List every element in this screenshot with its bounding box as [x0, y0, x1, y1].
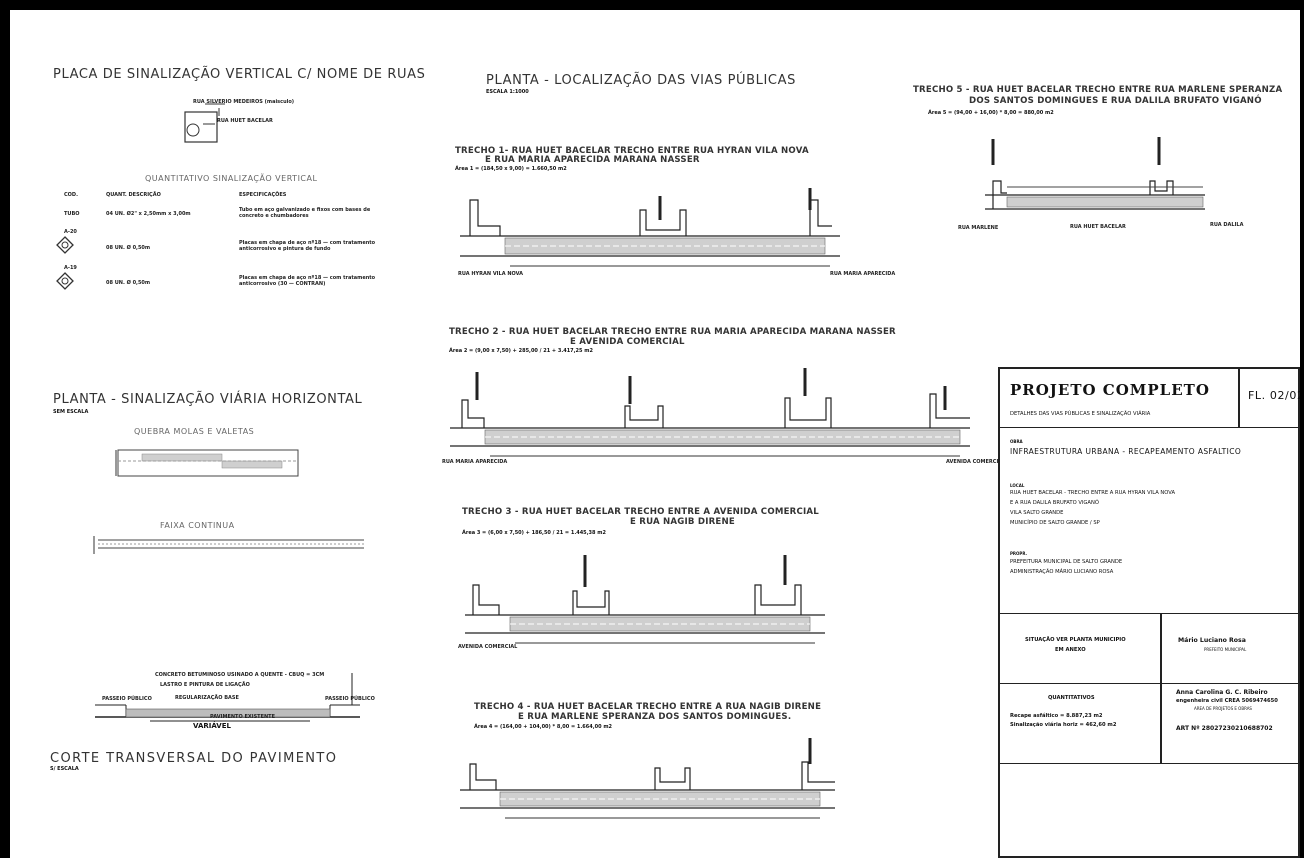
street-label: RUA MARIA APARECIDA	[830, 271, 896, 277]
trecho-4-title: TRECHO 4 - RUA HUET BACELAR TRECHO ENTRE…	[474, 702, 822, 712]
trecho-3-plan	[465, 555, 825, 644]
corte-label: PASSEIO PÚBLICO	[102, 696, 152, 702]
quant-header-cod: COD.	[64, 192, 78, 198]
trecho-1-title-2: E RUA MARIA APARECIDA MARANA NASSER	[485, 155, 700, 165]
trecho-3-title-2: E RUA NAGIB DIRENE	[630, 517, 735, 527]
quant-row-cod: A-20	[64, 229, 77, 235]
quant-row-cod: A-19	[64, 265, 77, 271]
trecho-3-title: TRECHO 3 - RUA HUET BACELAR TRECHO ENTRE…	[462, 507, 819, 517]
quant-row-quant: 08 UN. Ø 0,50m	[106, 280, 151, 286]
local-label: LOCAL	[1010, 483, 1025, 488]
trecho-2-title-2: E AVENIDA COMERCIAL	[570, 337, 685, 347]
street-label: RUA HUET BACELAR	[1070, 224, 1126, 230]
engineer-sub: AREA DE PROJETOS E OBRAS	[1194, 706, 1252, 711]
trecho-3-area: Área 3 = (6,00 x 7,50) + 186,50 / 21 = 1…	[462, 530, 606, 536]
situacao-line: EM ANEXO	[1055, 647, 1086, 653]
trecho-5-area: Área 5 = (94,00 + 16,00) * 8,00 = 880,00…	[928, 110, 1054, 116]
sheet-number: FL. 02/02	[1248, 389, 1300, 402]
street-label: RUA MARIA APARECIDA	[442, 459, 508, 465]
prop-label: PROPR.	[1010, 551, 1028, 556]
local-line: E A RUA DALILA BRUFATO VIGANÓ	[1010, 500, 1099, 506]
local-line: VILA SALTO GRANDE	[1010, 510, 1064, 516]
title-block-info: OBRA INFRAESTRUTURA URBANA - RECAPEAMENT…	[1000, 427, 1298, 614]
localizacao-scale: ESCALA 1:1000	[486, 89, 529, 95]
corte-label: VARIÁVEL	[193, 722, 231, 730]
corte-label: CONCRETO BETUMINOSO USINADO A QUENTE - C…	[155, 672, 325, 678]
quant-header-quant: QUANT. DESCRIÇÃO	[106, 192, 161, 198]
horizontal-scale: SEM ESCALA	[53, 409, 89, 415]
trecho-4-title-2: E RUA MARLENE SPERANZA DOS SANTOS DOMING…	[518, 712, 792, 722]
prop-line: ADMINISTRAÇÃO MÁRIO LUCIANO ROSA	[1010, 569, 1114, 575]
trecho-2-plan	[450, 368, 970, 457]
trecho-2-title: TRECHO 2 - RUA HUET BACELAR TRECHO ENTRE…	[449, 327, 896, 337]
trecho-4-plan	[460, 738, 835, 819]
trecho-2-area: Área 2 = (9,00 x 7,50) + 285,00 / 21 + 3…	[449, 348, 593, 354]
street-label: RUA HYRAN VILA NOVA	[458, 271, 524, 277]
trecho-4-area: Área 4 = (164,00 + 104,00) * 8,00 = 1.66…	[474, 724, 613, 730]
local-line: RUA HUET BACELAR - TRECHO ENTRE A RUA HY…	[1010, 490, 1176, 496]
warning-sign-icon	[56, 236, 74, 254]
localizacao-title: PLANTA - LOCALIZAÇÃO DAS VIAS PÚBLICAS	[486, 73, 796, 88]
placa-sign-drawing	[184, 103, 225, 143]
quebra-molas-title: QUEBRA MOLAS E VALETAS	[134, 427, 255, 436]
warning-sign-icon	[56, 272, 74, 290]
corte-title: CORTE TRANSVERSAL DO PAVIMENTO	[50, 751, 338, 766]
obra-label: OBRA	[1010, 439, 1023, 444]
placa-label-1: RUA SILVERIO MEDEIROS (maisculo)	[193, 99, 295, 105]
corte-label: PASSEIO PÚBLICO	[325, 696, 375, 702]
quant-vertical-title: QUANTITATIVO SINALIZAÇÃO VERTICAL	[145, 174, 318, 183]
quantitativos-title: QUANTITATIVOS	[1048, 695, 1095, 701]
corte-scale: S/ ESCALA	[50, 766, 79, 772]
art-number: ART Nº 28027230210688702	[1176, 725, 1273, 732]
quantitativo-line: Recape asfáltico = 8.887,23 m2	[1010, 713, 1103, 719]
horizontal-title: PLANTA - SINALIZAÇÃO VIÁRIA HORIZONTAL	[53, 392, 363, 407]
trecho-5-title: TRECHO 5 - RUA HUET BACELAR TRECHO ENTRE…	[913, 85, 1283, 95]
situacao-line: SITUAÇÃO VER PLANTA MUNICIPIO	[1025, 637, 1126, 643]
corte-label: REGULARIZAÇÃO BASE	[175, 695, 239, 701]
quant-row-quant: 08 UN. Ø 0,50m	[106, 245, 151, 251]
street-label: RUA MARLENE	[958, 225, 999, 231]
quebra-molas-drawing	[115, 449, 299, 477]
trecho-5-title-2: DOS SANTOS DOMINGUES E RUA DALILA BRUFAT…	[969, 96, 1262, 106]
placa-label-2: RUA HUET BACELAR	[217, 118, 273, 124]
prefeito-name: Mário Luciano Rosa	[1178, 637, 1246, 644]
trecho-1-plan	[460, 188, 840, 267]
quant-row-spec: Placas em chapa de aço nº18 — com tratam…	[239, 240, 376, 252]
street-label: RUA DALILA	[1210, 222, 1244, 228]
obra-text: INFRAESTRUTURA URBANA - RECAPEAMENTO ASF…	[1010, 447, 1242, 456]
faixa-continua-title: FAIXA CONTINUA	[160, 521, 235, 530]
title-block-signatures-1: SITUAÇÃO VER PLANTA MUNICIPIO EM ANEXO M…	[1000, 613, 1298, 763]
prop-line: PREFEITURA MUNICIPAL DE SALTO GRANDE	[1010, 559, 1123, 565]
project-subtitle: DETALHES DAS VIAS PÚBLICAS E SINALIZAÇÃO…	[1010, 411, 1151, 417]
corte-transversal-drawing	[95, 673, 360, 722]
engineer-role: engenheira civil CREA 5069474650	[1176, 698, 1278, 704]
engineer-name: Anna Carolina G. C. Ribeiro	[1176, 689, 1268, 696]
faixa-continua-drawing	[93, 536, 364, 554]
title-block-header: PROJETO COMPLETO DETALHES DAS VIAS PÚBLI…	[1000, 369, 1300, 428]
placa-title: PLACA DE SINALIZAÇÃO VERTICAL C/ NOME DE…	[53, 67, 426, 82]
street-label: AVENIDA COMERCIAL	[458, 644, 518, 650]
prefeito-role: PREFEITO MUNICIPAL	[1204, 647, 1247, 652]
quant-row-spec: Placas em chapa de aço nº18 — com tratam…	[239, 275, 376, 287]
quant-header-spec: ESPECIFICAÇÕES	[239, 192, 287, 198]
trecho-1-title: TRECHO 1- RUA HUET BACELAR TRECHO ENTRE …	[455, 146, 809, 156]
title-block-signatures-2: QUANTITATIVOS Recape asfáltico = 8.887,2…	[1000, 683, 1298, 764]
trecho-5-plan	[985, 137, 1205, 210]
corte-label: PAVIMENTO EXISTENTE	[210, 714, 276, 720]
project-title: PROJETO COMPLETO	[1010, 381, 1210, 399]
quant-row-cod: TUBO	[64, 211, 80, 217]
trecho-1-area: Área 1 = (184,50 x 9,00) = 1.660,50 m2	[455, 166, 567, 172]
quant-row-quant: 04 UN. Ø2" x 2,50mm x 3,00m	[106, 211, 191, 217]
local-line: MUNICÍPIO DE SALTO GRANDE / SP	[1010, 520, 1100, 526]
quant-row-spec: Tubo em aço galvanizado e fixos com base…	[239, 207, 371, 219]
quantitativo-line: Sinalização viária horiz = 462,60 m2	[1010, 722, 1117, 728]
title-block: PROJETO COMPLETO DETALHES DAS VIAS PÚBLI…	[998, 367, 1300, 858]
corte-label: LASTRO E PINTURA DE LIGAÇÃO	[160, 682, 250, 688]
drawing-sheet: PLACA DE SINALIZAÇÃO VERTICAL C/ NOME DE…	[10, 10, 1300, 858]
street-label: AVENIDA COMERCIAL	[946, 459, 1006, 465]
